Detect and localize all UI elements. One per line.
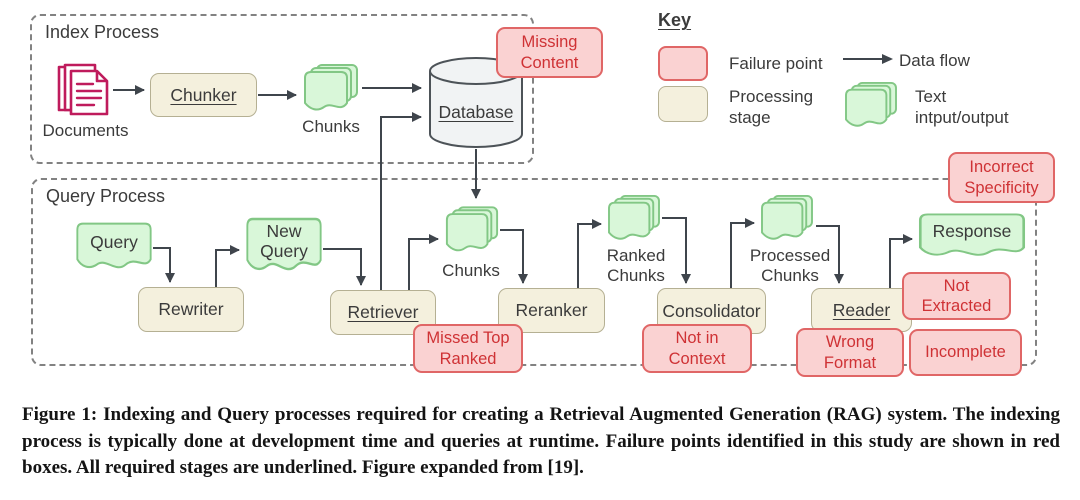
response-label: Response (932, 220, 1012, 241)
new-query-label: New Query (260, 220, 308, 261)
failure-not-in-context: Not in Context (642, 324, 752, 373)
stage-rewriter: Rewriter (138, 287, 244, 332)
data-flow-arrow-icon (843, 54, 893, 64)
chunks-query-icon (444, 204, 500, 257)
query-process-group: Query Process (31, 178, 1037, 366)
failure-incorrect-specificity: Incorrect Specificity (948, 152, 1055, 203)
index-process-group: Index Process (30, 14, 534, 164)
arrow-retriever-chunks (408, 234, 439, 290)
documents-label: Documents (42, 121, 129, 140)
arrow-processedchunks-reader (816, 225, 844, 284)
retriever-label: Retriever (347, 302, 419, 322)
arrow-rewriter-newquery (215, 245, 240, 287)
reranker-label: Reranker (515, 300, 588, 320)
data-flow-arrows (113, 83, 913, 290)
failure-not-extracted: Not Extracted (902, 272, 1011, 320)
rag-figure-diagram: Index Process Query Process (30, 10, 1055, 377)
chunks-index-label: Chunks (302, 117, 360, 136)
documents-icon (57, 63, 113, 116)
database-label: Database (438, 102, 514, 123)
figure-caption: Figure 1: Indexing and Query processes r… (22, 404, 1060, 479)
new-query-doc: New Query (245, 216, 323, 278)
query-label: Query (90, 231, 138, 252)
failure-missing-content: Missing Content (496, 27, 603, 78)
arrow-rankedchunks-consolidator (662, 217, 691, 284)
arrow-consolidator-processedchunks (730, 218, 755, 288)
processed-chunks-label: Processed Chunks (749, 246, 831, 285)
text-io-icon (843, 81, 899, 131)
arrow-reranker-rankedchunks (577, 219, 602, 288)
failure-missed-top-ranked: Missed Top Ranked (413, 324, 523, 373)
arrow-retriever-database (380, 112, 422, 290)
failure-point-key-label: Failure point (729, 54, 823, 73)
key-title: Key (658, 10, 692, 30)
failure-wrong-format: Wrong Format (796, 328, 904, 377)
stage-chunker: Chunker (150, 73, 257, 117)
consolidator-label: Consolidator (662, 300, 761, 321)
chunks-query-label: Chunks (442, 261, 500, 280)
database-node: Database (428, 56, 524, 149)
arrow-query-rewriter (153, 247, 175, 283)
query-doc: Query (75, 221, 153, 275)
processing-stage-swatch (658, 86, 708, 122)
text-io-key-label: Text intput/output (915, 87, 1009, 128)
ranked-chunks-icon (606, 194, 662, 244)
arrow-reader-response (889, 234, 913, 288)
data-flow-key-label: Data flow (899, 51, 970, 70)
response-doc: Response (917, 212, 1027, 262)
rewriter-label: Rewriter (158, 299, 224, 319)
ranked-chunks-label: Ranked Chunks (606, 246, 666, 285)
index-process-label: Index Process (45, 22, 160, 42)
query-process-label: Query Process (46, 186, 166, 206)
processing-stage-key-label: Processing stage (729, 87, 814, 128)
processed-chunks-icon (759, 194, 815, 244)
failure-point-swatch (658, 46, 708, 81)
arrow-newquery-retriever (323, 248, 366, 286)
chunker-label: Chunker (170, 84, 237, 105)
failure-incomplete: Incomplete (909, 329, 1022, 376)
chunks-index-icon (302, 63, 360, 115)
stage-reader: Reader (811, 288, 912, 332)
arrow-chunks-reranker (500, 229, 528, 284)
reader-label: Reader (832, 299, 891, 320)
